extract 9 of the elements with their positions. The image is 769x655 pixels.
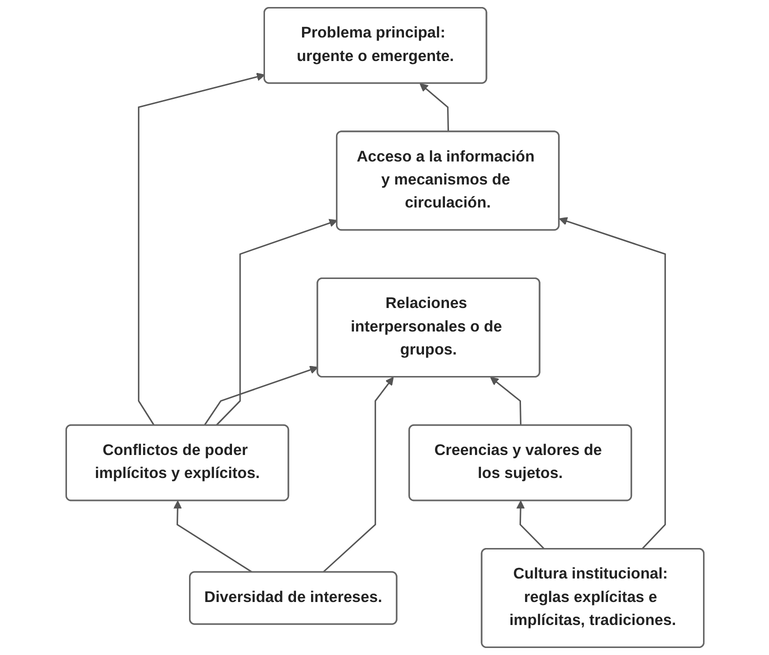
arrow (322, 376, 394, 573)
arrow (516, 500, 545, 550)
arrow (203, 366, 318, 426)
arrow (490, 376, 521, 426)
arrow (215, 218, 338, 426)
arrow (172, 500, 252, 574)
arrow (419, 83, 448, 132)
arrow (558, 217, 666, 550)
arrow (137, 72, 265, 426)
